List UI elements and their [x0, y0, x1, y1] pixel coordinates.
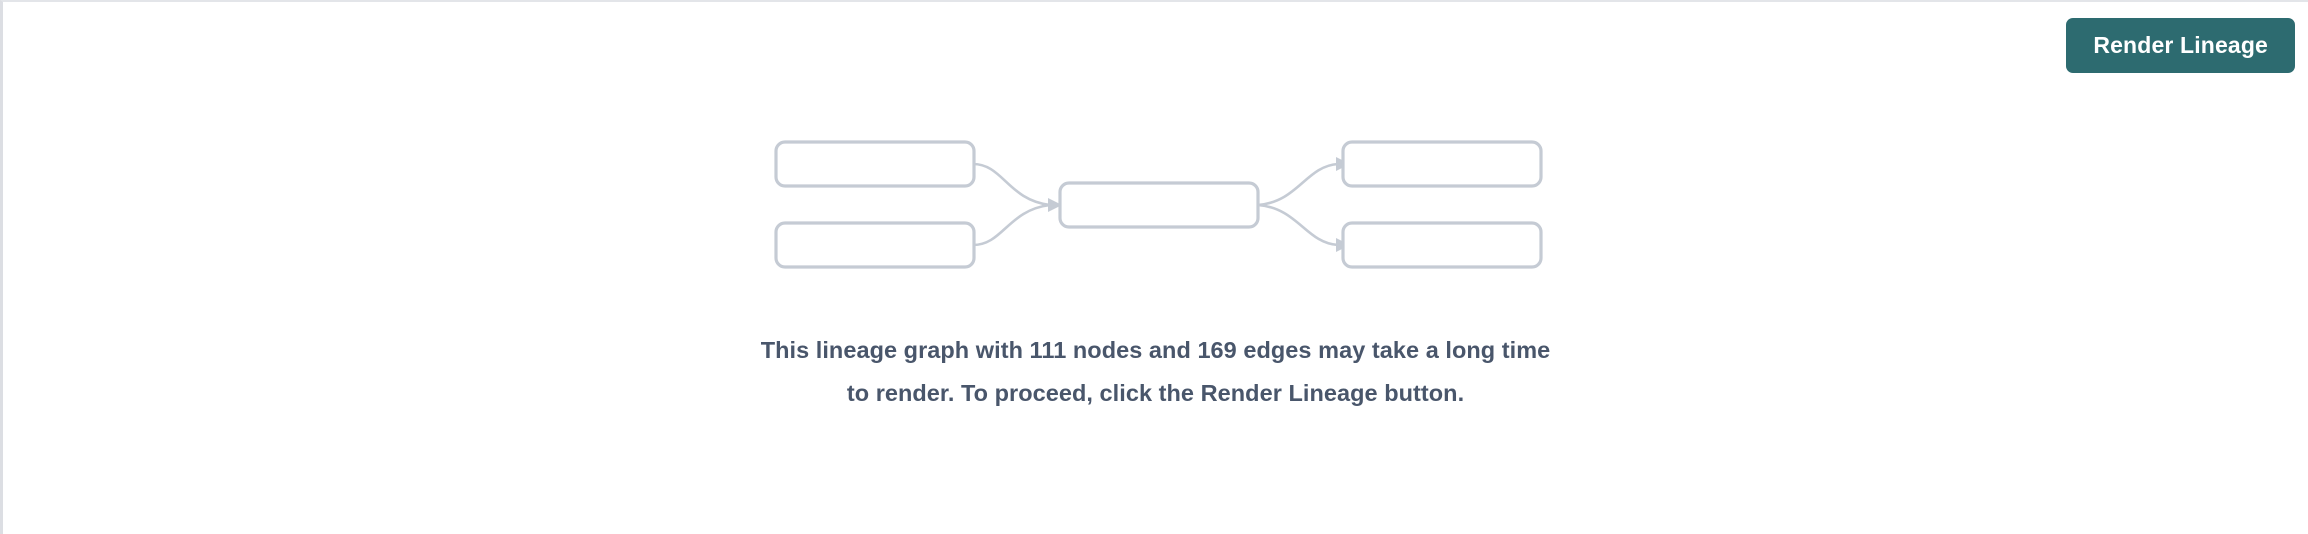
edge-transform-to-target-a: [1257, 162, 1339, 207]
edge-source-a-to-transform: [972, 162, 1051, 207]
placeholder-node-source-a: [774, 140, 976, 188]
placeholder-node-transform: [1058, 181, 1260, 229]
edge-transform-to-target-b: [1257, 203, 1339, 247]
render-lineage-button[interactable]: Render Lineage: [2066, 18, 2295, 73]
arrowhead-into-transform: [1048, 198, 1062, 212]
placeholder-node-target-a: [1341, 140, 1543, 188]
placeholder-diagram: [774, 140, 1543, 269]
arrowhead-into-target-b: [1336, 238, 1350, 252]
lineage-warning-message: This lineage graph with 111 nodes and 16…: [760, 337, 1551, 406]
action-bar: Render Lineage: [3, 2, 2308, 94]
placeholder-node-target-b: [1341, 221, 1543, 269]
edge-source-b-to-transform: [972, 203, 1051, 247]
arrowhead-into-target-a: [1336, 157, 1350, 171]
placeholder-node-source-b: [774, 221, 976, 269]
